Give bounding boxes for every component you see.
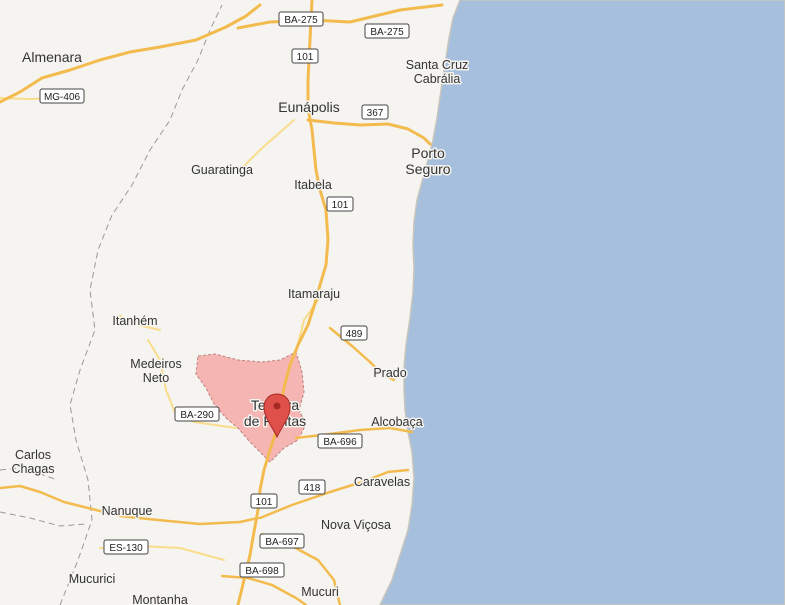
- road-shield-es-130: ES-130: [103, 539, 149, 555]
- svg-text:BA-696: BA-696: [323, 437, 357, 448]
- svg-text:367: 367: [367, 108, 384, 119]
- svg-text:418: 418: [304, 483, 321, 494]
- svg-text:101: 101: [297, 52, 314, 63]
- road-shield-ba-697: BA-697: [259, 533, 305, 549]
- road-shield-ba-275-b: BA-275: [364, 23, 410, 39]
- road-shield-br-367: 367: [361, 104, 389, 120]
- state-borders: [0, 4, 223, 605]
- ocean-area: [379, 0, 785, 605]
- road-shield-br-418: 418: [298, 479, 326, 495]
- city-label-mucurici: Mucurici: [69, 572, 116, 586]
- road-shield-br-101-a: 101: [291, 48, 319, 64]
- location-marker-icon[interactable]: [263, 393, 291, 439]
- city-label-itanhem: Itanhém: [112, 314, 157, 328]
- city-label-eunapolis: Eunápolis: [278, 99, 340, 115]
- svg-text:101: 101: [256, 497, 273, 508]
- svg-text:489: 489: [346, 329, 363, 340]
- svg-text:BA-275: BA-275: [284, 15, 318, 26]
- city-label-prado: Prado: [373, 366, 406, 380]
- road-shield-mg-406: MG-406: [39, 88, 85, 104]
- city-label-guaratinga: Guaratinga: [191, 163, 253, 177]
- road-shield-br-489: 489: [340, 325, 368, 341]
- road-shields: BA-275BA-275MG-406101367101489BA-290BA-6…: [39, 11, 410, 578]
- city-label-nova-vicosa: Nova Viçosa: [321, 518, 391, 532]
- svg-text:BA-697: BA-697: [265, 537, 299, 548]
- city-label-montanha: Montanha: [132, 593, 188, 605]
- city-label-nanuque: Nanuque: [102, 504, 153, 518]
- road-shield-ba-696: BA-696: [317, 433, 363, 449]
- road-shield-br-101-c: 101: [250, 493, 278, 509]
- svg-text:BA-698: BA-698: [245, 566, 279, 577]
- svg-text:BA-275: BA-275: [370, 27, 404, 38]
- svg-text:ES-130: ES-130: [109, 543, 143, 554]
- svg-text:101: 101: [332, 200, 349, 211]
- city-label-alcobaca: Alcobaça: [371, 415, 422, 429]
- svg-text:BA-290: BA-290: [180, 410, 214, 421]
- svg-text:MG-406: MG-406: [44, 92, 81, 103]
- road-shield-ba-290: BA-290: [174, 406, 220, 422]
- city-label-itamaraju: Itamaraju: [288, 287, 340, 301]
- city-label-caravelas: Caravelas: [354, 475, 410, 489]
- city-label-almenara: Almenara: [22, 49, 82, 65]
- city-label-itabela: Itabela: [294, 178, 332, 192]
- road-shield-ba-275-a: BA-275: [278, 11, 324, 27]
- city-label-mucuri: Mucuri: [301, 585, 339, 599]
- road-shield-br-101-b: 101: [326, 196, 354, 212]
- road-shield-ba-698: BA-698: [239, 562, 285, 578]
